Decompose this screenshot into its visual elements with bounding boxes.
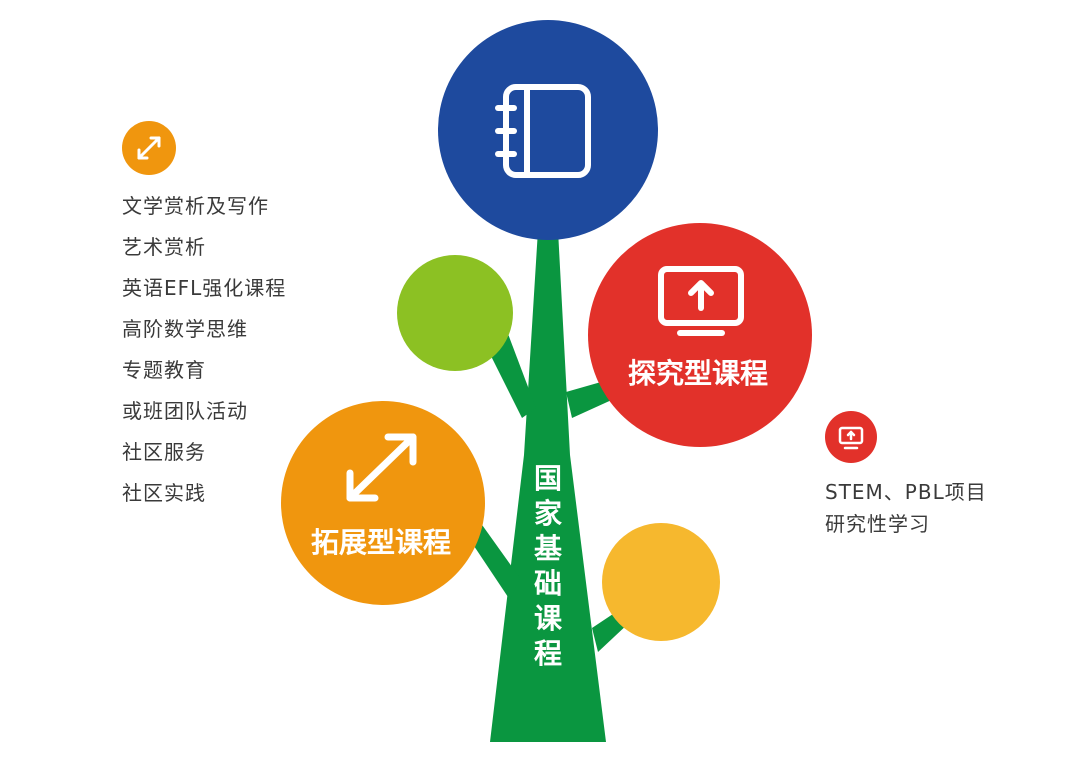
trunk-label-char: 课 xyxy=(534,602,563,635)
light-green-circle xyxy=(397,255,513,371)
red-node-label: 探究型课程 xyxy=(628,357,768,390)
list-item: 社区服务 xyxy=(122,440,206,464)
trunk-label-char: 础 xyxy=(534,567,562,600)
left-list: 文学赏析及写作 艺术赏析 英语EFL强化课程 高阶数学思维 专题教育 或班团队活… xyxy=(122,190,286,518)
trunk-shape xyxy=(490,230,606,742)
trunk-label: 国 家 基 础 课 程 xyxy=(534,462,563,670)
monitor-upload-icon xyxy=(658,266,744,336)
expand-arrows-icon xyxy=(346,433,417,502)
orange-node-label: 拓展型课程 xyxy=(311,526,451,559)
list-item: 英语EFL强化课程 xyxy=(122,276,287,300)
list-item: STEM、PBL项目 xyxy=(825,480,987,504)
trunk-label-char: 基 xyxy=(534,532,562,565)
list-item: 社区实践 xyxy=(122,481,206,505)
blue-circle xyxy=(438,20,658,240)
list-item: 专题教育 xyxy=(122,358,206,382)
list-item: 艺术赏析 xyxy=(122,235,206,259)
orange-circle xyxy=(281,401,485,605)
notebook-icon xyxy=(495,84,591,178)
trunk-label-char: 国 xyxy=(534,462,562,495)
right-list: STEM、PBL项目 研究性学习 xyxy=(825,476,987,540)
list-item: 文学赏析及写作 xyxy=(122,194,269,218)
branch-orange xyxy=(470,522,520,600)
list-item: 高阶数学思维 xyxy=(122,317,248,341)
list-item: 或班团队活动 xyxy=(122,399,248,423)
trunk-label-char: 家 xyxy=(534,497,562,530)
trunk-label-char: 程 xyxy=(534,637,562,670)
yellow-circle xyxy=(602,523,720,641)
tree-trunk xyxy=(470,230,630,742)
list-item: 研究性学习 xyxy=(825,512,930,536)
expand-arrows-icon xyxy=(137,136,161,160)
monitor-upload-icon xyxy=(838,426,864,450)
